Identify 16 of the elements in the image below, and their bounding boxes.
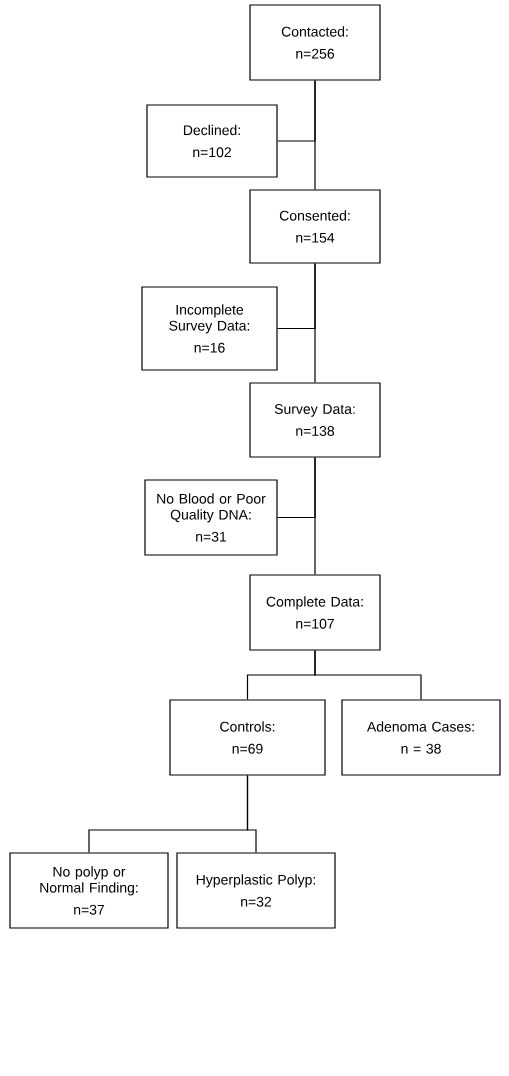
flow-box: Survey Data: n=138 — [249, 382, 381, 458]
flow-box: Complete Data: n=107 — [249, 574, 381, 651]
flow-box: Controls: n=69 — [169, 699, 326, 776]
connector-line — [314, 457, 316, 575]
connector-line — [314, 263, 316, 383]
flow-box: Hyperplastic Polyp: n=32 — [176, 852, 336, 929]
flow-box: Adenoma Cases: n = 38 — [341, 699, 501, 776]
connector-line — [246, 775, 257, 853]
connector-line — [314, 80, 316, 190]
flow-box: Declined: n=102 — [146, 104, 278, 178]
connector-line — [314, 650, 422, 700]
flow-box: Consented: n=154 — [249, 189, 381, 264]
flow-box: No polyp or Normal Finding: n=37 — [9, 852, 169, 929]
flow-box: Contacted: n=256 — [249, 4, 381, 81]
flow-box: Incomplete Survey Data: n=16 — [141, 286, 278, 371]
flow-box: No Blood or Poor Quality DNA: n=31 — [144, 479, 278, 556]
